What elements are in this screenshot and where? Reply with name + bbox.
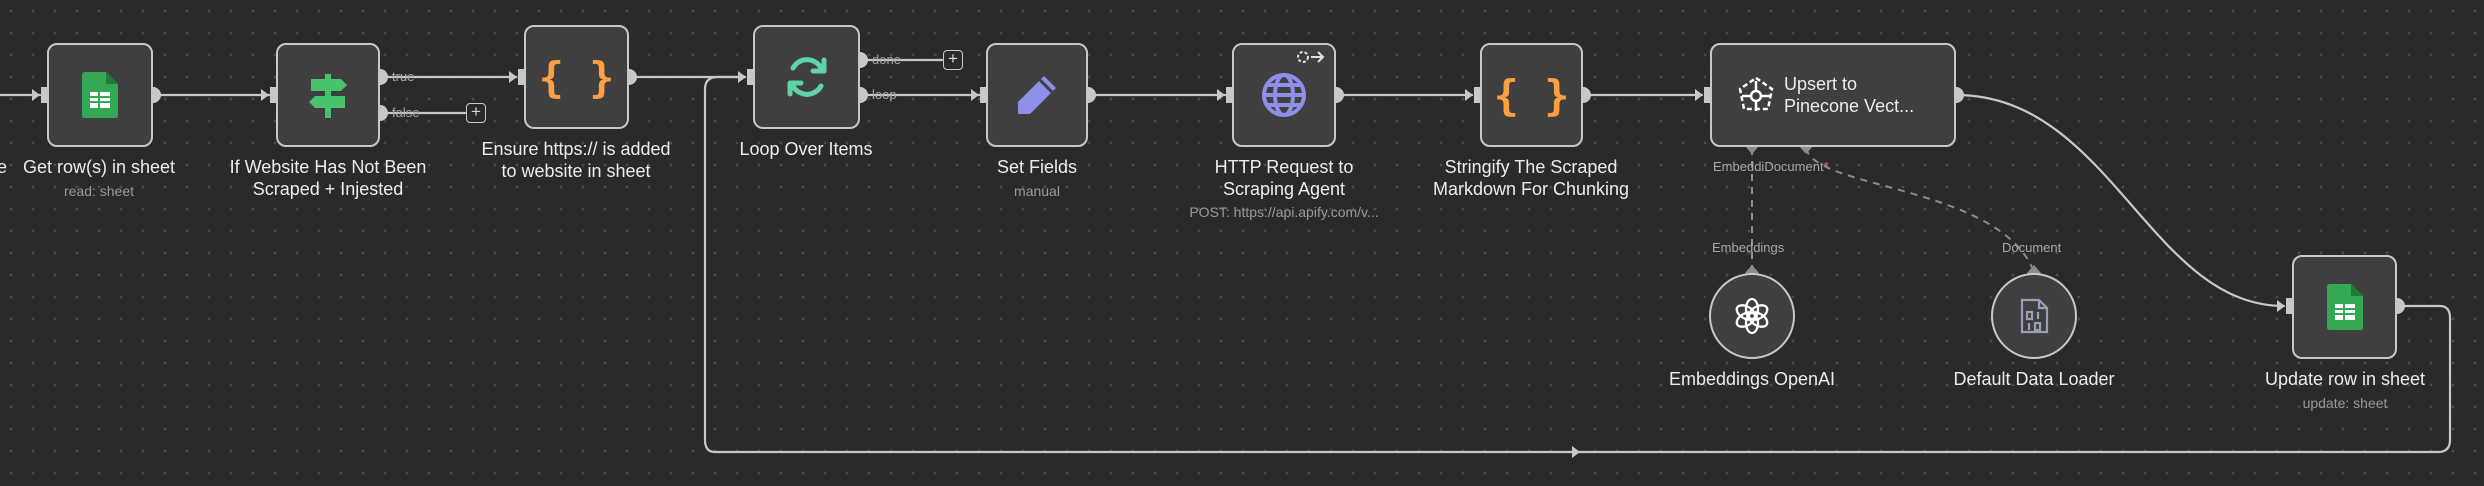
node-http-request[interactable] <box>1232 43 1336 147</box>
node-label: Stringify The Scraped Markdown For Chunk… <box>1432 157 1630 199</box>
input-port <box>518 69 524 85</box>
arrow <box>971 89 979 101</box>
output-label-true: true <box>392 69 415 84</box>
node-get-rows[interactable] <box>47 43 153 147</box>
node-default-data-loader[interactable] <box>1991 273 2077 359</box>
arrow <box>32 89 40 101</box>
output-label-false: false <box>392 105 420 120</box>
node-ensure-https[interactable]: { } <box>524 25 629 129</box>
arrow <box>2277 300 2285 312</box>
output-label-loop: loop <box>872 87 897 102</box>
node-label: Ensure https:// is added to website in s… <box>481 139 671 181</box>
google-sheets-icon <box>82 72 118 118</box>
node-label: If Website Has Not Been Scraped + Injest… <box>229 157 427 199</box>
node-subtitle: POST: https://api.apify.com/v... <box>1189 204 1379 220</box>
partial-node-label: e <box>0 157 8 177</box>
node-label: Embeddings OpenAI <box>1668 369 1836 389</box>
output-label-embeddings: Embeddings <box>1712 240 1785 255</box>
signpost-icon <box>305 72 351 118</box>
globe-icon <box>1260 71 1308 119</box>
loop-arrows-icon <box>782 52 832 102</box>
webhook-call-icon <box>1296 49 1326 65</box>
arrow <box>738 71 746 83</box>
pinecone-icon <box>1736 75 1776 117</box>
input-port <box>1226 87 1232 103</box>
wire-loader-to-pinecone <box>1805 147 2035 273</box>
input-port <box>1704 87 1710 103</box>
input-port <box>980 87 986 103</box>
node-if-scraped[interactable] <box>276 43 380 147</box>
input-port <box>270 87 276 103</box>
code-braces-icon: { } <box>1493 70 1570 120</box>
input-port <box>747 69 753 85</box>
node-label: Update row in sheet <box>2264 369 2426 389</box>
node-stringify[interactable]: { } <box>1480 43 1583 147</box>
node-set-fields[interactable] <box>986 43 1088 147</box>
node-label: Loop Over Items <box>739 139 873 159</box>
node-subtitle: read: sheet <box>63 183 135 199</box>
node-title: Upsert to Pinecone Vect... <box>1784 74 1915 116</box>
output-label-document: Document <box>2002 240 2062 255</box>
node-label: Set Fields <box>996 157 1078 177</box>
node-pinecone-upsert[interactable]: Upsert to Pinecone Vect... <box>1710 43 1956 147</box>
input-label-embedding: EmbeddiDocument* <box>1713 159 1829 174</box>
pencil-icon <box>1014 72 1060 118</box>
wire-pinecone-to-update <box>1954 93 2286 308</box>
node-label: Default Data Loader <box>1953 369 2115 389</box>
openai-icon <box>1733 297 1771 335</box>
arrow <box>1217 89 1225 101</box>
node-label: Get row(s) in sheet <box>22 157 176 177</box>
node-label: HTTP Request to Scraping Agent <box>1214 157 1354 199</box>
add-node-button[interactable]: + <box>943 50 963 70</box>
node-subtitle: manual <box>1014 183 1060 199</box>
binary-file-icon <box>2019 298 2049 334</box>
node-embeddings-openai[interactable] <box>1709 273 1795 359</box>
arrow <box>1695 89 1703 101</box>
arrow <box>1465 89 1473 101</box>
arrow <box>509 71 517 83</box>
add-node-button[interactable]: + <box>466 103 486 123</box>
input-port <box>2286 298 2292 314</box>
code-braces-icon: { } <box>538 52 615 102</box>
google-sheets-icon <box>2326 284 2363 330</box>
loop-back-arrow <box>1572 446 1580 458</box>
input-port <box>41 87 47 103</box>
node-update-row[interactable] <box>2292 255 2397 359</box>
output-label-done: done <box>872 52 901 67</box>
node-subtitle: update: sheet <box>2302 395 2388 411</box>
node-loop-over-items[interactable] <box>753 25 860 129</box>
arrow <box>261 89 269 101</box>
input-port <box>1474 87 1480 103</box>
